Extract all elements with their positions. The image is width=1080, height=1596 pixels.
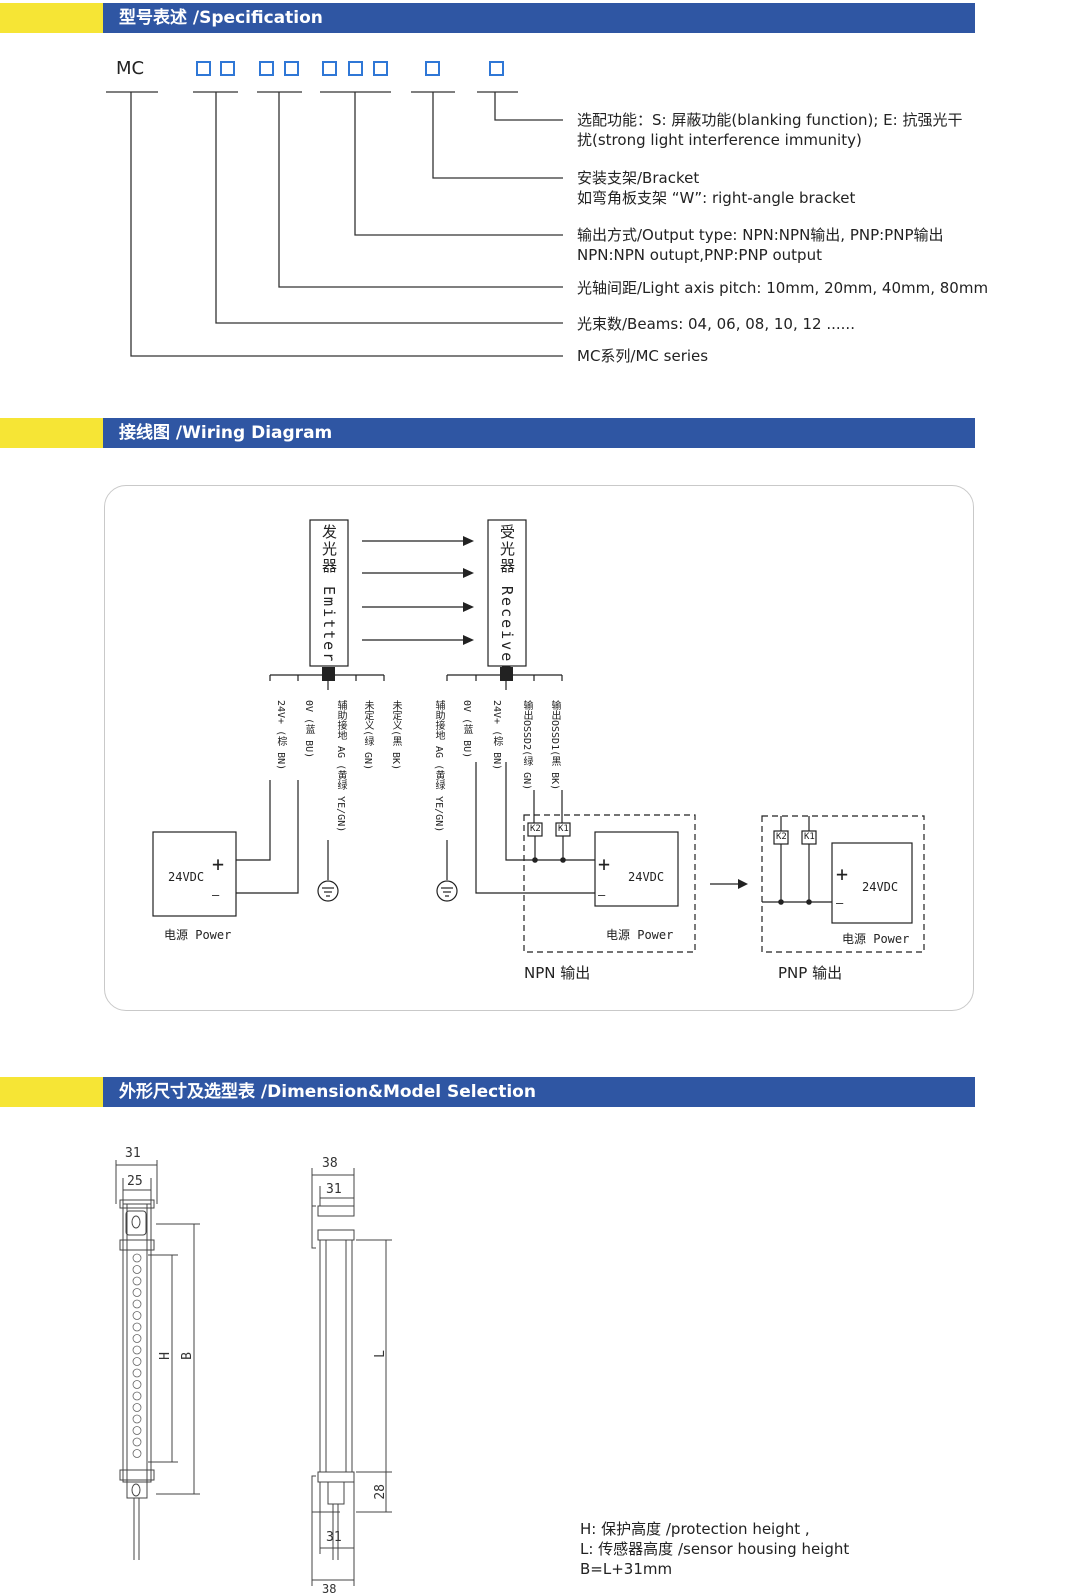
front-b-label: B xyxy=(180,1352,195,1360)
beam-dot xyxy=(132,1414,142,1424)
beam-dot xyxy=(132,1334,142,1343)
npn-power-label: 电源 Power xyxy=(606,928,674,942)
section-header-wiring: 接线图 /Wiring Diagram xyxy=(0,418,975,448)
spec-output-line1: 输出方式/Output type: NPN:NPN输出, PNP:PNP输出 xyxy=(577,226,944,244)
pnp-power-label: 电源 Power xyxy=(842,932,910,946)
code-box xyxy=(489,61,504,76)
left-minus: — xyxy=(212,888,220,902)
section-title: 外形尺寸及选型表 /Dimension&Model Selection xyxy=(103,1077,975,1107)
side-bottom-height: 28 xyxy=(373,1484,388,1500)
note-housing-height: L: 传感器高度 /sensor housing height xyxy=(580,1540,850,1558)
front-h-label: H xyxy=(158,1352,173,1360)
beam-dot xyxy=(132,1299,142,1309)
side-l-label: L xyxy=(373,1350,388,1358)
note-protection-height: H: 保护高度 /protection height , xyxy=(580,1520,810,1538)
wiring-diagram xyxy=(152,519,925,953)
code-box xyxy=(348,61,363,76)
npn-plus: + xyxy=(598,852,611,876)
note-b-formula: B=L+31mm xyxy=(580,1560,673,1578)
beam-dot xyxy=(132,1276,142,1286)
front-width-inner: 25 xyxy=(127,1174,143,1189)
emitter-wire-0v: 0V (蓝 BU) xyxy=(303,700,314,759)
beam-dot xyxy=(132,1322,142,1332)
code-box xyxy=(425,61,440,76)
section-header-specification: 型号表述 /Specification xyxy=(0,3,975,33)
left-voltage: 24VDC xyxy=(168,870,205,884)
pnp-k1: K1 xyxy=(804,832,815,842)
beam-dot xyxy=(132,1357,142,1366)
receiver-wire-24v: 24V+ (棕 BN) xyxy=(491,700,502,771)
side-width-inner: 31 xyxy=(326,1182,342,1197)
spec-pitch: 光轴间距/Light axis pitch: 10mm, 20mm, 40mm,… xyxy=(577,279,989,297)
code-box xyxy=(259,61,274,76)
left-power-label: 电源 Power xyxy=(164,928,232,942)
spec-option-line1: 选配功能：S: 屏蔽功能(blanking function); E: 抗强光干 xyxy=(577,111,963,129)
beam-dot xyxy=(132,1437,142,1447)
model-prefix: MC xyxy=(116,58,145,79)
pnp-voltage: 24VDC xyxy=(862,880,899,894)
section-header-dimension: 外形尺寸及选型表 /Dimension&Model Selection xyxy=(0,1077,975,1107)
beam-dot xyxy=(132,1403,142,1412)
pnp-minus: — xyxy=(836,896,844,910)
pnp-plus: + xyxy=(836,862,849,886)
emitter-wire-24v: 24V+ (棕 BN) xyxy=(275,700,286,771)
section-accent xyxy=(0,1077,103,1107)
section-title: 接线图 /Wiring Diagram xyxy=(103,418,975,448)
spec-beams: 光束数/Beams: 04, 06, 08, 10, 12 ...... xyxy=(577,315,855,333)
side-bottom-inner: 31 xyxy=(326,1530,342,1545)
code-box xyxy=(196,61,211,76)
beam-dot xyxy=(132,1426,142,1435)
pnp-caption: PNP 输出 xyxy=(778,964,843,982)
spec-option-line2: 扰(strong light interference immunity) xyxy=(577,131,862,149)
npn-k1: K1 xyxy=(558,824,569,834)
receiver-wire-ossd1: 输出OSSD1(黑 BK) xyxy=(549,700,560,791)
beam-dot xyxy=(132,1368,142,1378)
spec-output-line2: NPN:NPN outupt,PNP:PNP output xyxy=(577,246,822,264)
beam-dot xyxy=(132,1345,142,1355)
receiver-label: 受光器 Receiver xyxy=(498,524,516,675)
beam-dot xyxy=(132,1449,142,1458)
receiver-wire-0v: 0V (蓝 BU) xyxy=(461,700,472,759)
spec-bracket-line2: 如弯角板支架 “W”: right-angle bracket xyxy=(577,189,856,207)
wiring-panel xyxy=(104,485,974,1011)
code-box xyxy=(322,61,337,76)
beam-dot xyxy=(132,1253,142,1263)
receiver-wire-ag: 辅助接地 AG (黄绿 YE/GN) xyxy=(433,700,444,833)
code-box xyxy=(220,61,235,76)
front-width-outer: 31 xyxy=(125,1146,141,1161)
code-box xyxy=(373,61,388,76)
npn-k2: K2 xyxy=(530,824,541,834)
npn-minus: — xyxy=(598,888,606,902)
spec-bracket-line1: 安装支架/Bracket xyxy=(577,169,700,187)
spec-series: MC系列/MC series xyxy=(577,347,709,365)
section-accent xyxy=(0,3,103,33)
beam-dot xyxy=(132,1380,142,1389)
code-box xyxy=(284,61,299,76)
emitter-wire-gn: 未定义(绿 GN) xyxy=(362,700,373,771)
spec-bracket-lines xyxy=(106,91,563,357)
npn-voltage: 24VDC xyxy=(628,870,665,884)
emitter-wire-ag: 辅助接地 AG (黄绿 YE/GN) xyxy=(335,700,346,833)
section-title: 型号表述 /Specification xyxy=(103,3,975,33)
section-accent xyxy=(0,418,103,448)
side-bottom-outer: 38 xyxy=(322,1582,337,1596)
emitter-label: 发光器 Emitter xyxy=(320,524,338,664)
emitter-wire-bk: 未定义(黑 BK) xyxy=(390,700,401,771)
beam-dot xyxy=(132,1265,142,1274)
beam-dot xyxy=(132,1288,142,1297)
pnp-k2: K2 xyxy=(776,832,787,842)
receiver-wire-ossd2: 输出OSSD2(绿 GN) xyxy=(521,700,532,791)
beam-dot xyxy=(132,1391,142,1401)
beam-dot xyxy=(132,1311,142,1320)
side-width-outer: 38 xyxy=(322,1156,338,1171)
left-plus: + xyxy=(212,852,225,876)
npn-caption: NPN 输出 xyxy=(524,964,591,982)
